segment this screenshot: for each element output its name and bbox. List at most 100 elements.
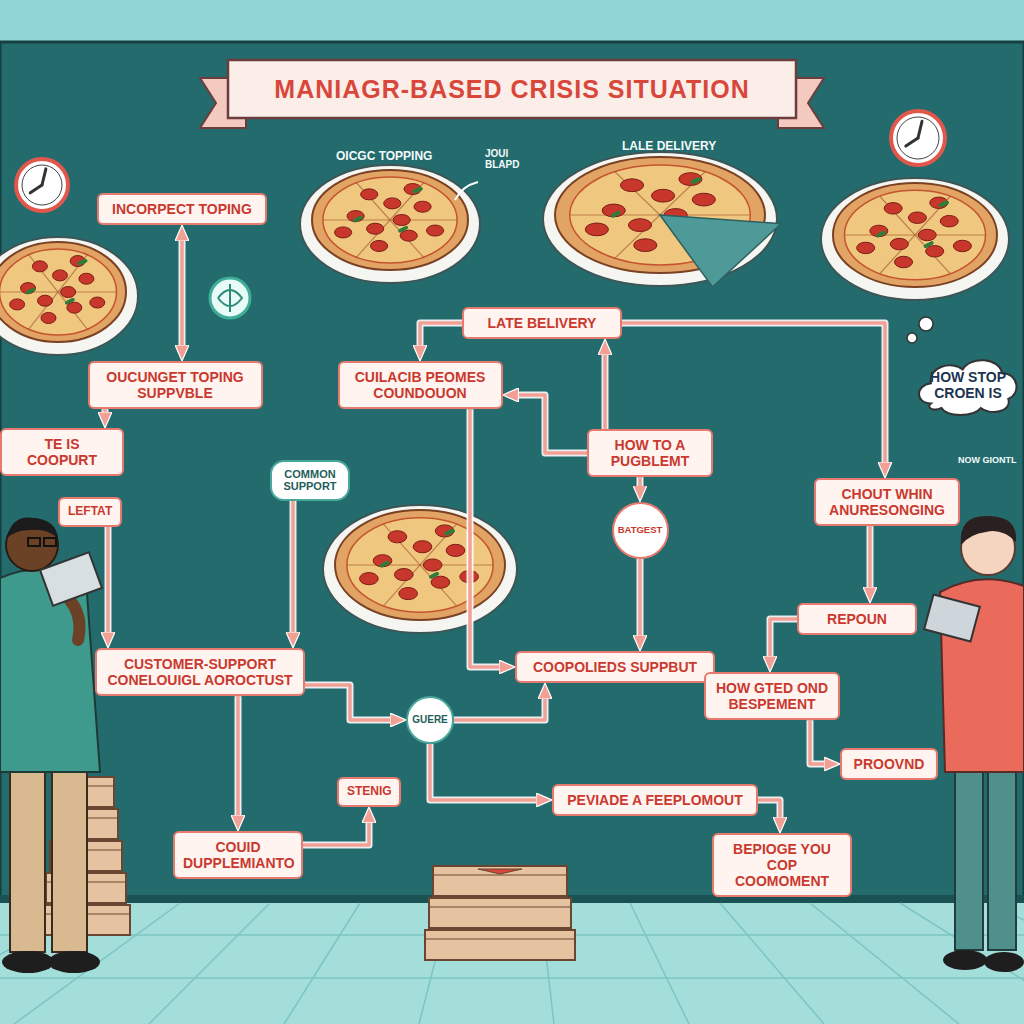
node-text: PROOVND — [850, 756, 928, 772]
pepperoni — [21, 283, 36, 294]
leg — [52, 760, 87, 952]
box-lid — [429, 906, 571, 907]
pepperoni — [53, 270, 68, 281]
pepperoni — [427, 225, 444, 236]
node-text: CUILACIB PEOMES COUNDOUON — [348, 369, 493, 401]
pizza-plate — [821, 178, 1009, 300]
slice-cut — [880, 196, 951, 273]
connector-tip — [605, 339, 606, 429]
slice-cut — [383, 524, 456, 606]
pizza-cheese — [323, 177, 457, 263]
herb-leaf — [355, 218, 361, 221]
herb-leaf — [447, 531, 453, 534]
title-text: MANIAGR-BASED CRISIS SITUATION — [228, 60, 796, 118]
connector-arrow — [182, 225, 183, 361]
herb-leaf — [448, 531, 454, 534]
herb-leaf — [613, 212, 619, 215]
pepperoni — [628, 219, 651, 232]
hair — [961, 516, 1016, 545]
pizza-cheese — [844, 190, 985, 279]
connector-line — [420, 323, 462, 355]
glasses — [28, 538, 40, 546]
wall — [0, 42, 1024, 900]
herb-leaf — [66, 300, 72, 303]
connector-arrow — [640, 559, 641, 652]
thought-dot — [907, 333, 917, 343]
node-text: PEVIADE A FEEPLOMOUT — [562, 792, 748, 808]
connector-line — [305, 685, 400, 720]
pepperoni — [347, 211, 364, 222]
missing-slice — [660, 215, 781, 287]
pepperoni — [446, 544, 465, 556]
connector-tip — [305, 685, 406, 720]
cloud-shape — [919, 360, 1016, 415]
pepperoni — [857, 242, 875, 253]
pizza-box — [433, 866, 567, 896]
icon-ring — [210, 278, 250, 318]
node-text: LEFTAT — [68, 505, 112, 519]
herb-leaf — [878, 232, 884, 235]
tablet — [40, 552, 102, 605]
herb-leaf — [613, 213, 619, 216]
process-box: OUCUNGET TOPING SUPPVBLE — [88, 361, 263, 409]
clock-rim — [897, 117, 939, 159]
herb-leaf — [355, 217, 361, 220]
pepperoni — [895, 256, 913, 267]
connector-line — [810, 720, 834, 764]
connector-line — [638, 559, 642, 646]
connector-halo — [770, 619, 797, 660]
connector-arrow — [640, 477, 641, 501]
connector-arrow — [770, 619, 797, 672]
connector-arrow — [238, 696, 239, 831]
pepperoni — [413, 541, 432, 553]
node-text: BEPIOGE YOU COP COOMOMENT — [722, 841, 842, 889]
herb-leaf — [925, 243, 931, 246]
pepperoni — [404, 184, 421, 195]
tile-line — [149, 903, 270, 1024]
node-text: BATGEST — [614, 525, 667, 536]
wall-clock — [891, 111, 945, 165]
box-logo — [478, 869, 522, 874]
box-lid — [433, 874, 567, 875]
pizza-illustration — [821, 178, 1009, 300]
node-text: CUSTOMER-SUPPORT CONELOUIGL AOROCTUST — [105, 656, 295, 688]
connector-halo — [454, 695, 545, 720]
pepperoni — [400, 230, 417, 241]
process-box: CUILACIB PEOMES COUNDOUON — [338, 361, 503, 409]
clock-face — [16, 159, 68, 211]
connector-tip — [503, 395, 588, 453]
top-band — [0, 0, 1024, 42]
pepperoni — [361, 189, 378, 200]
connector-line — [236, 696, 240, 825]
annotation-label: JOUI BLAPD — [485, 148, 535, 170]
connector-arrow — [293, 501, 294, 648]
herb-leaf — [613, 213, 619, 216]
tile-line — [0, 977, 1024, 979]
node-text: COMMON SUPPORT — [280, 468, 340, 493]
herb-leaf — [382, 563, 388, 566]
pepperoni — [388, 531, 407, 543]
pepperoni — [953, 240, 971, 251]
annotation-label: NOW GIONTL — [958, 456, 1017, 466]
pizza-plate — [300, 165, 480, 283]
pepperoni — [930, 197, 948, 208]
connector-line — [430, 744, 546, 800]
round-node: BATGEST — [612, 502, 669, 559]
node-text: HOW TO A PUGBLEMT — [597, 437, 703, 469]
pepperoni — [918, 229, 936, 240]
connector-line — [770, 619, 797, 666]
pepperoni — [620, 179, 643, 192]
connector-tip — [640, 559, 641, 652]
herb-leaf — [431, 574, 437, 577]
connector-tip — [454, 683, 545, 720]
pepperoni — [70, 256, 85, 267]
herb-leaf — [355, 218, 361, 221]
pepperoni — [79, 273, 94, 284]
pizza-box-stack — [425, 866, 575, 960]
shoe — [2, 951, 54, 973]
node-text: REPOUN — [807, 611, 907, 627]
thought-dot — [919, 317, 933, 331]
connector-arrow — [454, 683, 545, 720]
herb-leaf — [382, 563, 388, 566]
